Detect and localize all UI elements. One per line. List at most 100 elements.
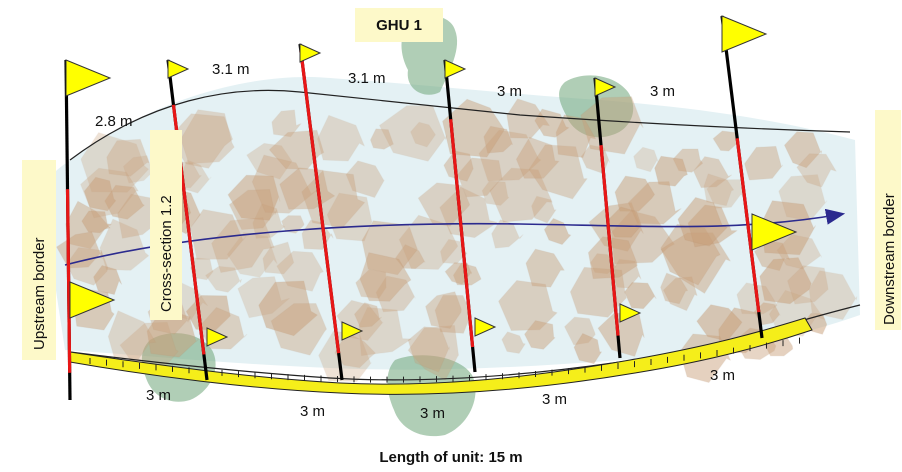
cross-section-line xyxy=(65,189,72,373)
stone xyxy=(354,302,382,328)
stone xyxy=(481,180,510,206)
stone xyxy=(483,125,513,154)
stone xyxy=(443,150,474,182)
bottom-distance-label: 3 m xyxy=(146,387,171,404)
stone xyxy=(169,113,234,169)
stone xyxy=(375,275,416,313)
stone xyxy=(693,156,733,189)
flag-icon xyxy=(69,281,116,319)
stone xyxy=(744,145,784,181)
stone xyxy=(610,258,642,289)
upstream-border-label: Upstream border xyxy=(22,160,56,360)
measuring-tape-icon xyxy=(69,317,813,395)
stone xyxy=(776,234,822,270)
stone xyxy=(528,144,588,200)
stone xyxy=(355,269,387,299)
stone xyxy=(663,276,698,312)
upper-bank-line xyxy=(69,89,851,161)
stone xyxy=(252,203,286,239)
stone xyxy=(439,186,498,239)
cross-section-line xyxy=(449,119,475,348)
stone xyxy=(228,189,278,231)
stone xyxy=(491,219,524,249)
stone xyxy=(205,265,243,293)
cross-section-text: Cross-section 1.2 xyxy=(158,195,175,312)
stone xyxy=(515,136,560,179)
unit-length-footer: Length of unit: 15 m xyxy=(379,449,522,466)
stone xyxy=(677,197,728,247)
stone xyxy=(379,105,448,162)
stone xyxy=(246,142,293,180)
stone xyxy=(345,160,385,198)
stone xyxy=(501,331,526,354)
stone xyxy=(81,210,112,234)
top-distance-label: 3.1 m xyxy=(212,61,250,78)
flag-icon xyxy=(167,59,190,79)
bottom-distance-label: 3 m xyxy=(710,367,735,384)
stone xyxy=(334,332,376,369)
title-box: GHU 1 xyxy=(355,8,443,42)
stone xyxy=(251,154,319,214)
bottom-distance-label: 3 m xyxy=(300,403,325,420)
stone xyxy=(359,252,412,302)
stone xyxy=(407,326,450,373)
stone xyxy=(317,114,365,162)
flag-icon xyxy=(341,321,364,341)
cross-section-label: Cross-section 1.2 xyxy=(150,130,182,320)
downstream-border-text: Downstream border xyxy=(881,193,898,325)
cross-section-line xyxy=(735,138,761,313)
stone xyxy=(271,109,302,138)
bottom-distance-label: 3 m xyxy=(542,391,567,408)
stone xyxy=(181,159,212,194)
stone xyxy=(440,238,468,265)
stone xyxy=(258,280,318,337)
stone xyxy=(624,282,657,310)
stone xyxy=(555,114,597,158)
stone xyxy=(787,265,829,305)
stone xyxy=(107,310,157,360)
cross-section-line xyxy=(599,145,620,336)
flag-icon xyxy=(751,213,798,251)
flag-icon xyxy=(65,59,112,97)
stone xyxy=(262,241,295,275)
stone xyxy=(270,303,327,356)
stone xyxy=(326,192,373,242)
stone xyxy=(498,280,558,331)
stone xyxy=(370,128,395,150)
stone xyxy=(606,206,642,238)
stone xyxy=(796,153,837,188)
stone xyxy=(425,291,462,329)
stone xyxy=(654,155,688,187)
stone xyxy=(597,311,645,357)
stone xyxy=(227,174,281,221)
stone xyxy=(276,250,324,292)
stone xyxy=(281,215,305,234)
flag-icon xyxy=(721,15,768,53)
top-distance-label: 3 m xyxy=(650,83,675,100)
cross-section-line xyxy=(299,50,341,354)
stone xyxy=(478,129,542,182)
stone xyxy=(226,232,278,278)
stone xyxy=(525,248,565,288)
top-distance-label: 3.1 m xyxy=(348,70,386,87)
top-distance-label: 3 m xyxy=(497,83,522,100)
stone xyxy=(703,173,735,207)
stone xyxy=(407,324,459,381)
stone xyxy=(531,195,557,224)
stone xyxy=(452,262,482,286)
stone xyxy=(573,333,602,365)
top-distance-label: 2.8 m xyxy=(95,113,133,130)
stone xyxy=(457,157,503,198)
flag-icon xyxy=(594,77,617,97)
flag-icon xyxy=(444,59,467,79)
flag-icon xyxy=(619,303,642,323)
stone xyxy=(660,272,689,305)
stone xyxy=(442,98,505,158)
flag-icon xyxy=(206,327,229,347)
stone xyxy=(268,129,325,170)
stone xyxy=(93,265,123,295)
stone xyxy=(395,244,426,269)
stone xyxy=(180,109,235,165)
stone xyxy=(211,217,275,273)
